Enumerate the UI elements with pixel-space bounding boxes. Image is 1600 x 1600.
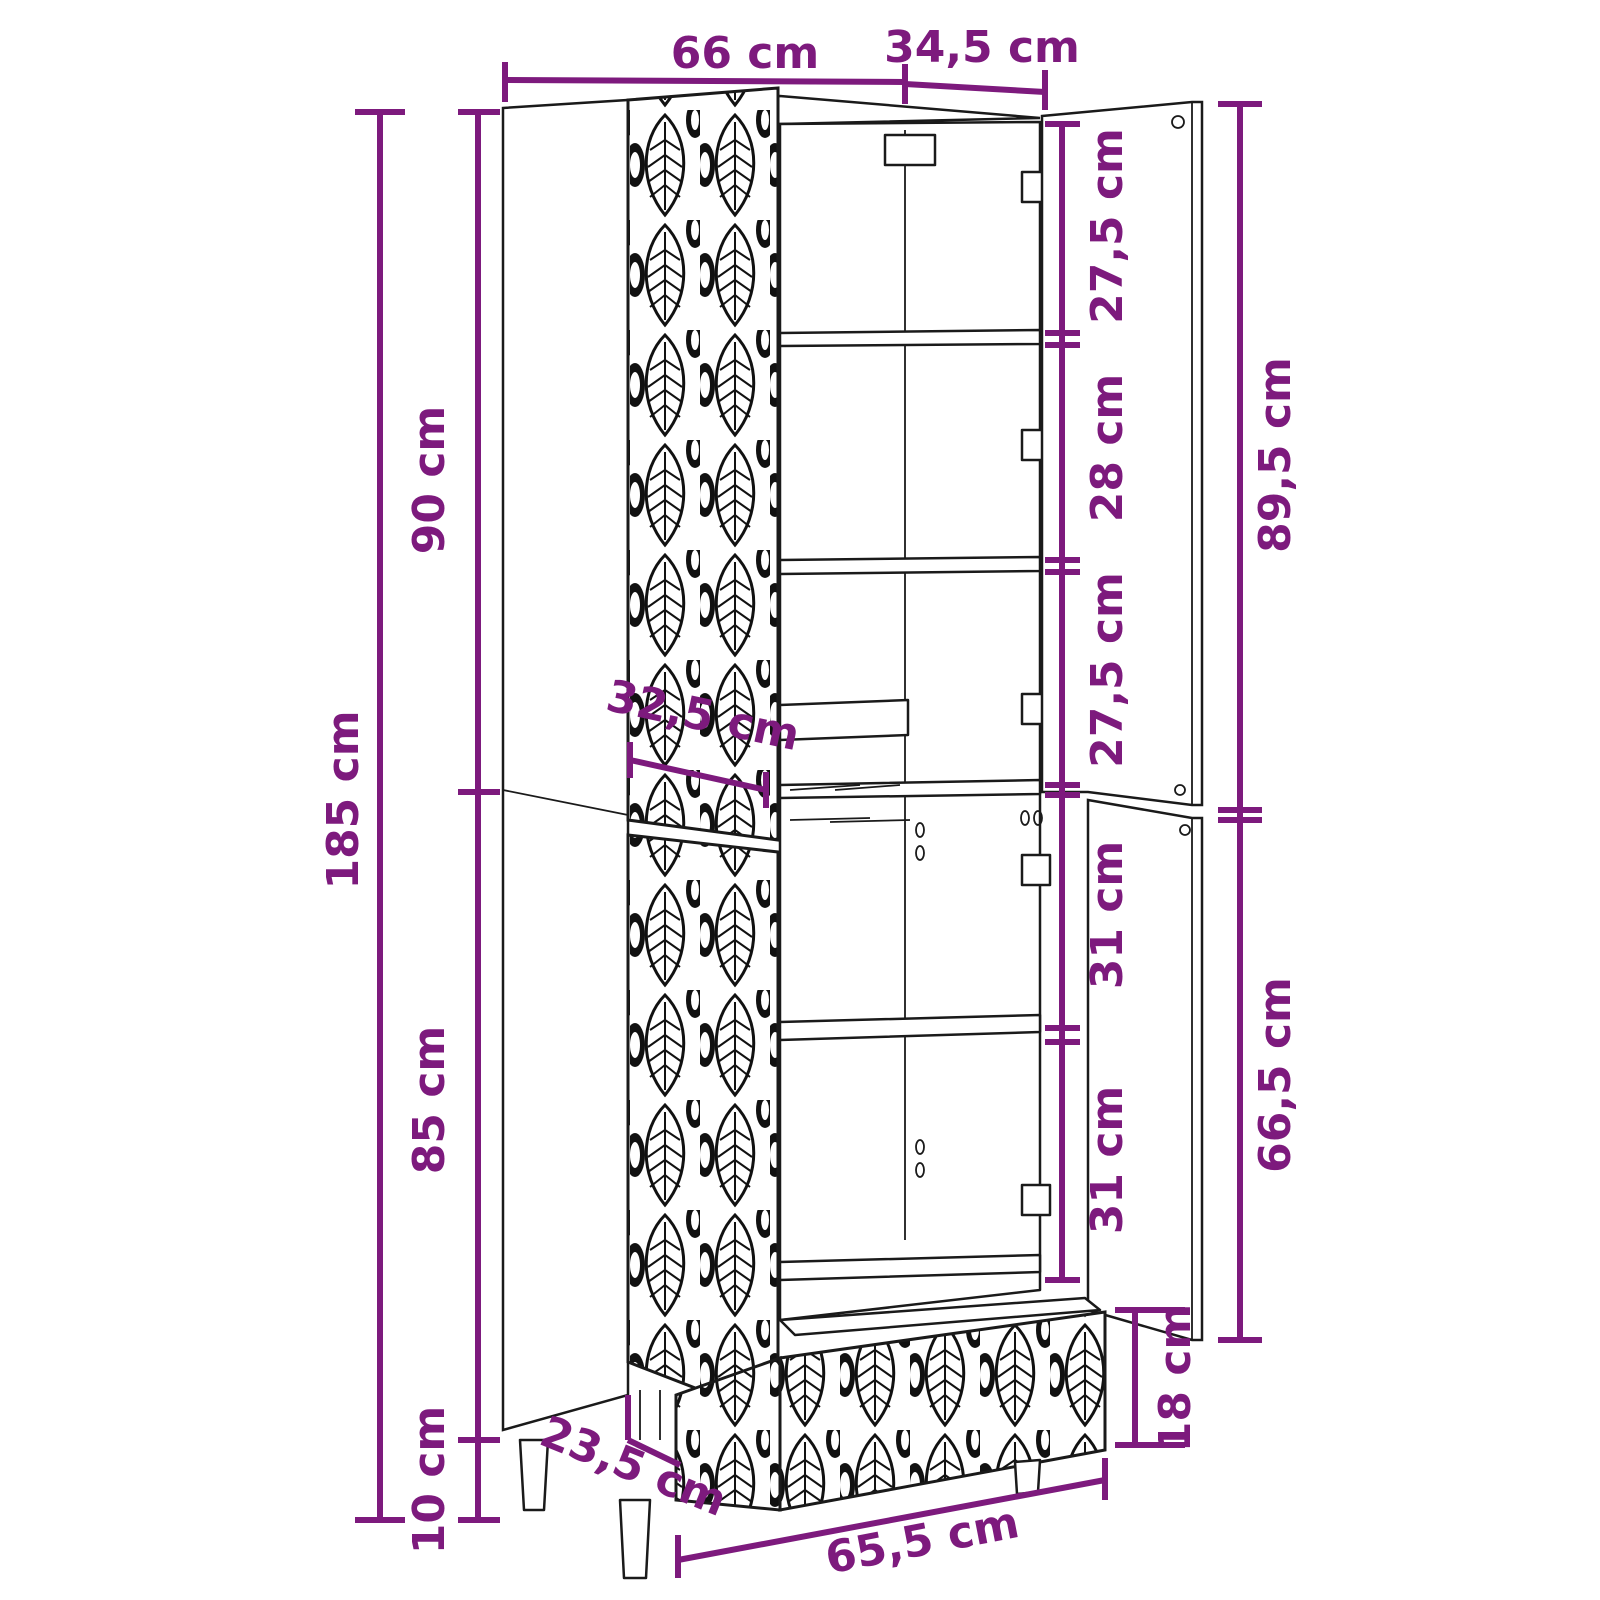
label-door-upper: 89,5 cm [1250, 357, 1301, 553]
label-height-total: 185 cm [318, 710, 369, 889]
label-height-legs: 10 cm [404, 1406, 455, 1554]
bottle-rack [778, 698, 911, 823]
label-shelf-4: 31 cm [1082, 841, 1133, 989]
shelf [778, 1013, 1042, 1042]
hinge-bracket [883, 133, 937, 167]
door-hole [1171, 115, 1185, 129]
dimension-lines [355, 62, 1262, 1578]
left-side-panel [501, 98, 630, 1432]
shelf [778, 555, 1042, 576]
hinge-icon [1020, 853, 1052, 887]
left-lower-door [626, 833, 780, 1423]
label-height-upper: 90 cm [404, 406, 455, 554]
drawer-front [778, 1310, 1107, 1512]
label-width-top: 66 cm [671, 28, 819, 79]
label-drawer-height: 18 cm [1150, 1304, 1201, 1452]
label-drawer-width: 65,5 cm [821, 1497, 1023, 1584]
label-shelf-3: 27,5 cm [1082, 572, 1133, 768]
pin-holes [915, 810, 1043, 1178]
leg [518, 1438, 550, 1512]
left-upper-door [626, 86, 780, 842]
leg [618, 1498, 652, 1580]
shelves [778, 328, 1042, 1282]
shelf [778, 778, 1042, 800]
label-height-lower: 85 cm [404, 1026, 455, 1174]
shelf [778, 1253, 1042, 1282]
shelf [778, 328, 1042, 348]
cabinet-body [501, 86, 1204, 1580]
dimension-labels: 66 cm 34,5 cm 185 cm 90 cm 85 cm 10 cm 2… [318, 22, 1301, 1584]
drawer-box [778, 1296, 1102, 1337]
label-door-lower: 66,5 cm [1250, 977, 1301, 1173]
door-knob [1179, 824, 1191, 836]
label-depth-top: 34,5 cm [884, 22, 1080, 73]
legs [518, 1438, 1042, 1580]
leg [1013, 1458, 1042, 1496]
label-shelf-5: 31 cm [1082, 1086, 1133, 1234]
hinge-icon [1020, 1183, 1052, 1217]
door-knob [1174, 784, 1186, 796]
label-shelf-1: 27,5 cm [1082, 128, 1133, 324]
label-shelf-2: 28 cm [1082, 374, 1133, 522]
